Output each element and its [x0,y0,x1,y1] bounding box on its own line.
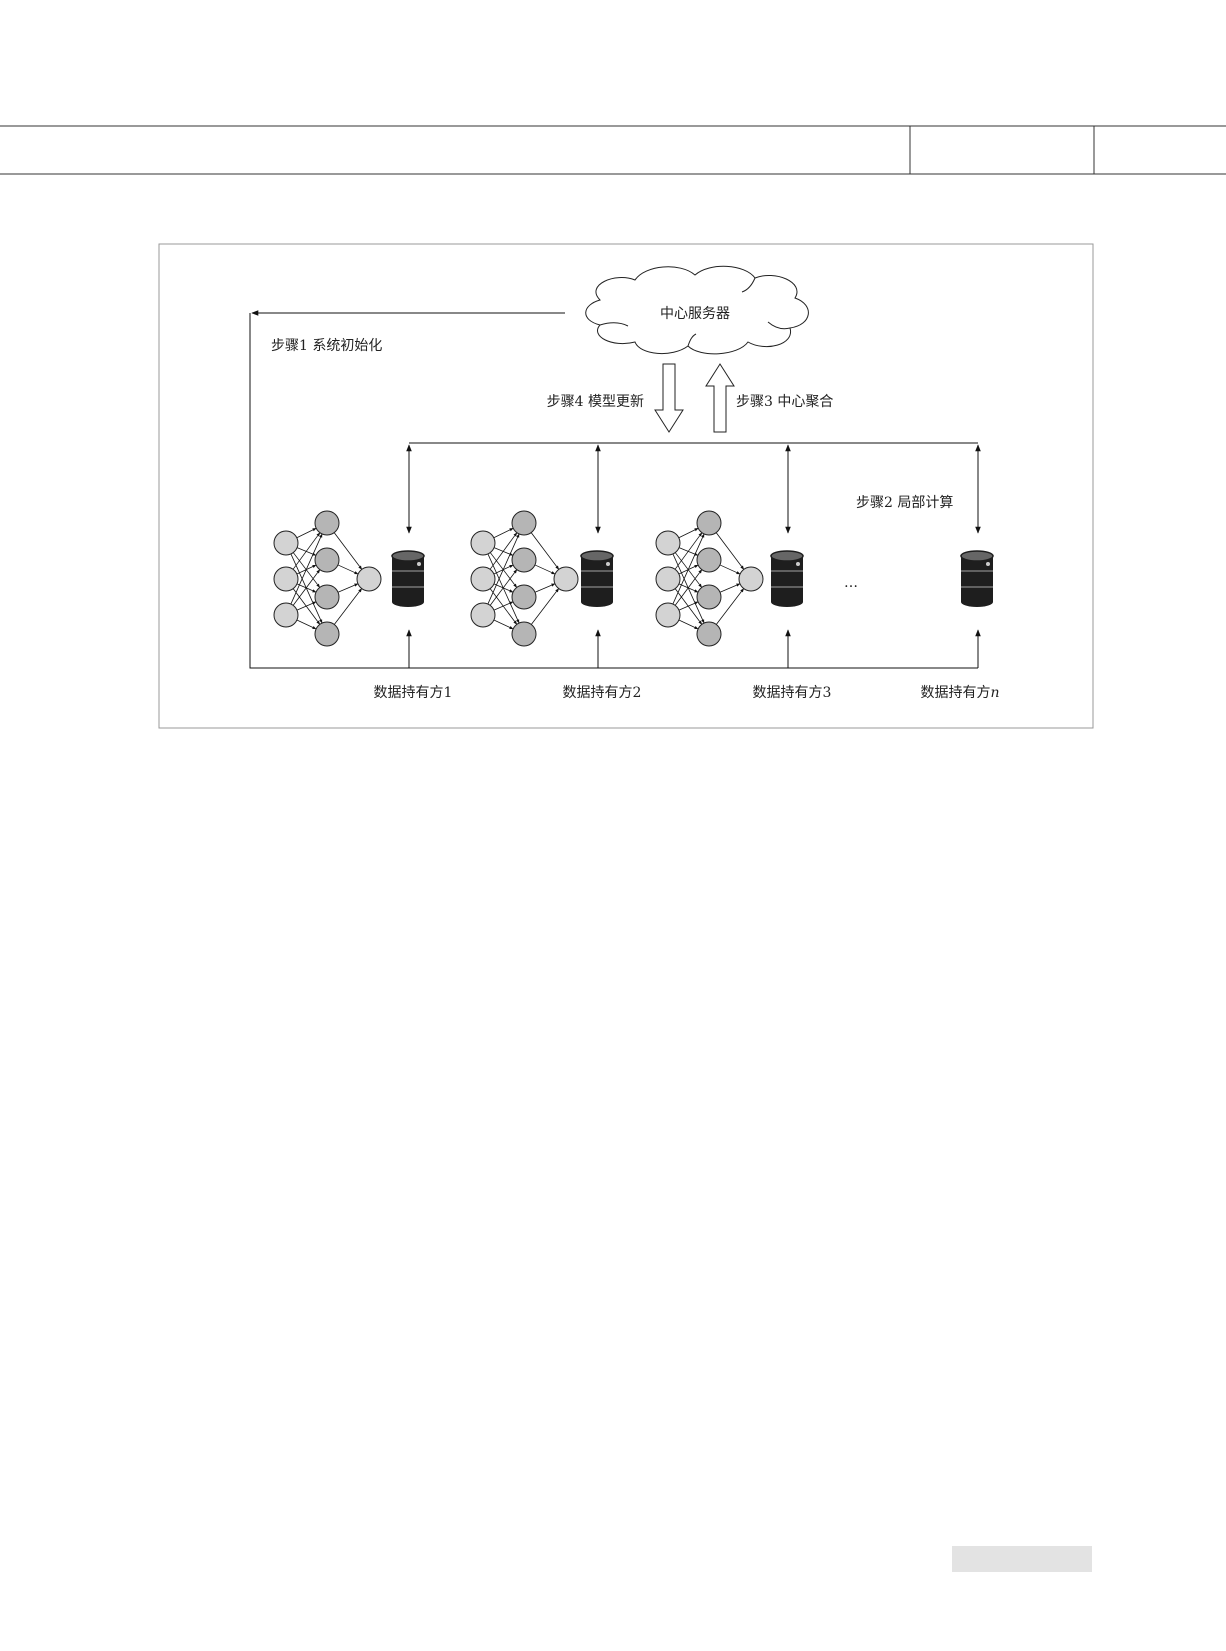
data-party-3: 数据持有方3 [655,444,832,701]
step3-label: 步骤3 中心聚合 [736,394,833,410]
hidden-node [696,584,722,610]
step2-label: 步骤2 局部计算 [856,495,953,511]
party-label-index: n [990,685,999,701]
input-node [273,602,299,628]
hidden-node [314,510,340,536]
hidden-node [511,510,537,536]
party-label-index: 3 [823,685,832,701]
database-icon [770,550,804,607]
input-node [273,530,299,556]
page-number-tag [952,1546,1092,1572]
hidden-node [696,621,722,647]
input-node [655,566,681,592]
step1-arrow [249,310,978,669]
neural-network-icon [470,510,579,647]
hidden-node [696,547,722,573]
output-node [738,566,764,592]
input-node [470,566,496,592]
party-label-index: 2 [633,685,642,701]
data-party-1: 数据持有方1 [273,444,453,701]
aggregation-up-arrow [705,363,735,433]
central-server-label: 中心服务器 [660,306,730,322]
data-party-2: 数据持有方2 [470,444,642,701]
hidden-node [511,547,537,573]
output-node [356,566,382,592]
figure-frame [158,243,1094,729]
data-party-4: 数据持有方n [920,444,1000,701]
running-header [0,125,1226,175]
database-icon [391,550,425,607]
party-label: 数据持有方2 [563,685,642,701]
input-node [470,530,496,556]
party-label-text: 数据持有方 [563,685,633,701]
hidden-node [511,584,537,610]
party-label-text: 数据持有方 [374,685,444,701]
central-server-cloud-icon [585,265,809,355]
party-label-index: 1 [444,685,453,701]
output-node [553,566,579,592]
model-update-down-arrow [654,363,684,433]
party-label: 数据持有方n [920,685,999,701]
party-label-text: 数据持有方 [753,685,823,701]
party-label: 数据持有方1 [374,685,453,701]
hidden-node [314,584,340,610]
neural-network-icon [655,510,764,647]
hidden-node [314,547,340,573]
input-node [655,602,681,628]
input-node [273,566,299,592]
database-icon [580,550,614,607]
hidden-node [314,621,340,647]
hidden-node [696,510,722,536]
input-node [655,530,681,556]
neural-network-icon [273,510,382,647]
database-icon [960,550,994,607]
party-label-text: 数据持有方 [920,685,990,701]
ellipsis: … [844,575,858,591]
hidden-node [511,621,537,647]
input-node [470,602,496,628]
step4-label: 步骤4 模型更新 [547,394,644,410]
step1-label: 步骤1 系统初始化 [271,337,382,354]
party-label: 数据持有方3 [753,685,832,701]
